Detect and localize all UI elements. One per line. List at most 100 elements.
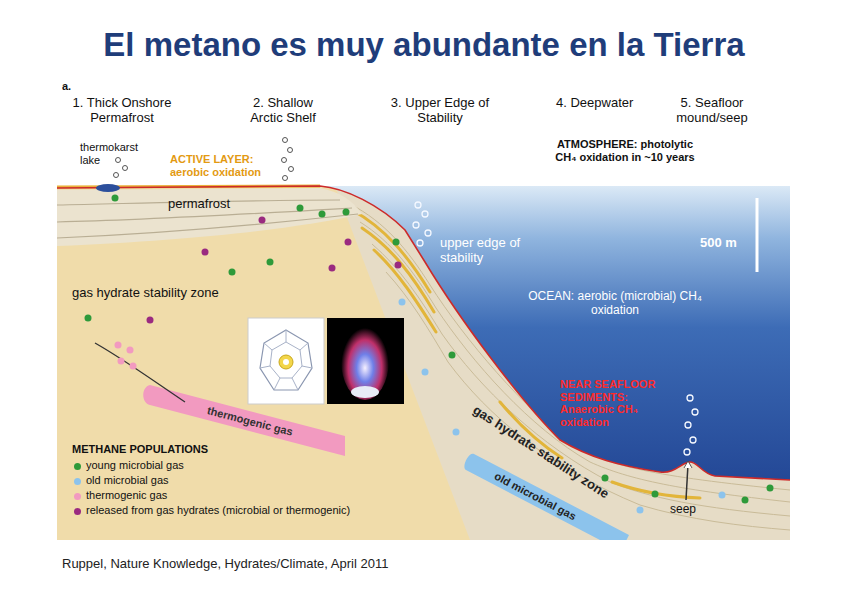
illustration-circle bbox=[289, 167, 294, 172]
source-caption: Ruppel, Nature Knowledge, Hydrates/Clima… bbox=[62, 557, 388, 572]
process-note: ATMOSPHERE: photolytic CH₄ oxidation in … bbox=[550, 138, 700, 163]
methane-dot bbox=[147, 317, 154, 324]
methane-dot bbox=[602, 475, 609, 482]
panel-letter: a. bbox=[62, 80, 71, 93]
column-heading: 3. Upper Edge of Stability bbox=[384, 96, 496, 126]
bubbles-water bbox=[413, 202, 698, 455]
feature-label: thermokarst lake bbox=[80, 141, 146, 166]
illustration-circle bbox=[422, 211, 428, 217]
methane-dot bbox=[259, 217, 266, 224]
illustration-path bbox=[57, 214, 358, 238]
legend-swatch bbox=[74, 463, 81, 470]
slide-title: El metano es muy abundante en la Tierra bbox=[0, 26, 848, 64]
illustration-path bbox=[360, 222, 790, 502]
column-heading: 4. Deepwater bbox=[556, 96, 633, 111]
illustration-circle bbox=[685, 422, 691, 428]
methane-dot bbox=[127, 347, 134, 354]
illustration-circle bbox=[415, 202, 421, 208]
methane-dot bbox=[395, 262, 402, 269]
diagram-frame bbox=[57, 80, 790, 540]
illustration-circle bbox=[425, 230, 431, 236]
layer-label: permafrost bbox=[168, 197, 230, 212]
column-heading: 5. Seafloor mound/seep bbox=[668, 96, 756, 126]
seep-conduit bbox=[686, 464, 688, 500]
illustration-path bbox=[260, 330, 312, 390]
subsurface bbox=[57, 186, 790, 551]
methane-dot bbox=[637, 507, 644, 514]
methane-dot bbox=[319, 211, 326, 218]
illustration-path bbox=[386, 272, 790, 530]
illustration-circle bbox=[684, 449, 690, 455]
methane-dot bbox=[399, 299, 406, 306]
scale-label: 500 m bbox=[700, 236, 737, 251]
zone-label: gas hydrate stability zone bbox=[72, 286, 219, 301]
legend-swatch bbox=[74, 493, 81, 500]
legend-heading: METHANE POPULATIONS bbox=[72, 443, 208, 456]
illustration-ellipse bbox=[341, 320, 389, 400]
column-heading: 2. Shallow Arctic Shelf bbox=[240, 96, 326, 126]
legend-text: thermogenic gas bbox=[86, 489, 167, 502]
illustration-circle bbox=[283, 176, 288, 181]
illustration-circle bbox=[279, 355, 293, 369]
ground bbox=[57, 186, 790, 540]
methane-dot bbox=[267, 259, 274, 266]
illustration-circle bbox=[687, 395, 693, 401]
methane-dot bbox=[345, 239, 352, 246]
hydrate-layers bbox=[352, 210, 700, 498]
process-note: ACTIVE LAYER: aerobic oxidation bbox=[170, 153, 278, 178]
methane-dot bbox=[449, 352, 456, 359]
sediment-strata bbox=[350, 204, 790, 530]
stability-base-line bbox=[95, 343, 185, 402]
illustration-circle bbox=[413, 222, 419, 228]
methane-dot bbox=[329, 265, 336, 272]
methane-dot bbox=[742, 497, 749, 504]
methane-dot bbox=[130, 363, 137, 370]
methane-dot bbox=[453, 429, 460, 436]
scale-bar bbox=[756, 198, 759, 272]
illustration-circle bbox=[282, 158, 287, 163]
methane-dot bbox=[719, 492, 726, 499]
boundary-label: upper edge of stability bbox=[440, 236, 532, 266]
illustration-rect bbox=[248, 318, 324, 404]
illustration-circle bbox=[114, 173, 119, 178]
old-microbial-band bbox=[464, 454, 629, 551]
methane-dot bbox=[297, 205, 304, 212]
illustration-polygon bbox=[270, 342, 302, 378]
flame-inset bbox=[327, 318, 404, 404]
illustration-circle bbox=[123, 166, 128, 171]
methane-dot bbox=[229, 269, 236, 276]
legend-text: old microbial gas bbox=[86, 474, 169, 487]
feature-label: seep bbox=[670, 503, 696, 517]
thermokarst-lake bbox=[96, 184, 120, 192]
illustration-circle bbox=[417, 240, 423, 246]
process-note: OCEAN: aerobic (microbial) CH₄ oxidation bbox=[515, 290, 715, 318]
band-label: thermogenic gas bbox=[206, 404, 294, 438]
illustration-circle bbox=[116, 158, 121, 163]
seafloor-line bbox=[57, 186, 790, 480]
methane-dot bbox=[422, 369, 429, 376]
illustration-circle bbox=[283, 359, 289, 365]
methane-dot bbox=[767, 485, 774, 492]
methane-dot bbox=[393, 239, 400, 246]
illustration-rect bbox=[327, 318, 404, 404]
process-note: NEAR SEAFLOOR SEDIMENTS: Anaerobic CH₄ o… bbox=[560, 378, 664, 429]
methane-dot bbox=[115, 342, 122, 349]
column-heading: 1. Thick Onshore Permafrost bbox=[66, 96, 178, 126]
methane-dot bbox=[118, 358, 125, 365]
permafrost-layer bbox=[57, 188, 362, 246]
illustration-polygon bbox=[260, 330, 312, 390]
methane-dot bbox=[652, 491, 659, 498]
illustration-path bbox=[362, 228, 434, 312]
methane-dot bbox=[85, 315, 92, 322]
bubbles-air bbox=[114, 138, 294, 181]
clathrate-inset bbox=[248, 318, 324, 404]
seep-arrow bbox=[684, 461, 692, 468]
legend-text: young microbial gas bbox=[86, 459, 184, 472]
methane-dot bbox=[112, 195, 119, 202]
illustration-circle bbox=[288, 148, 293, 153]
illustration-circle bbox=[692, 409, 698, 415]
illustration-circle bbox=[690, 437, 696, 443]
legend-swatch bbox=[74, 478, 81, 485]
legend-swatch bbox=[74, 508, 81, 515]
